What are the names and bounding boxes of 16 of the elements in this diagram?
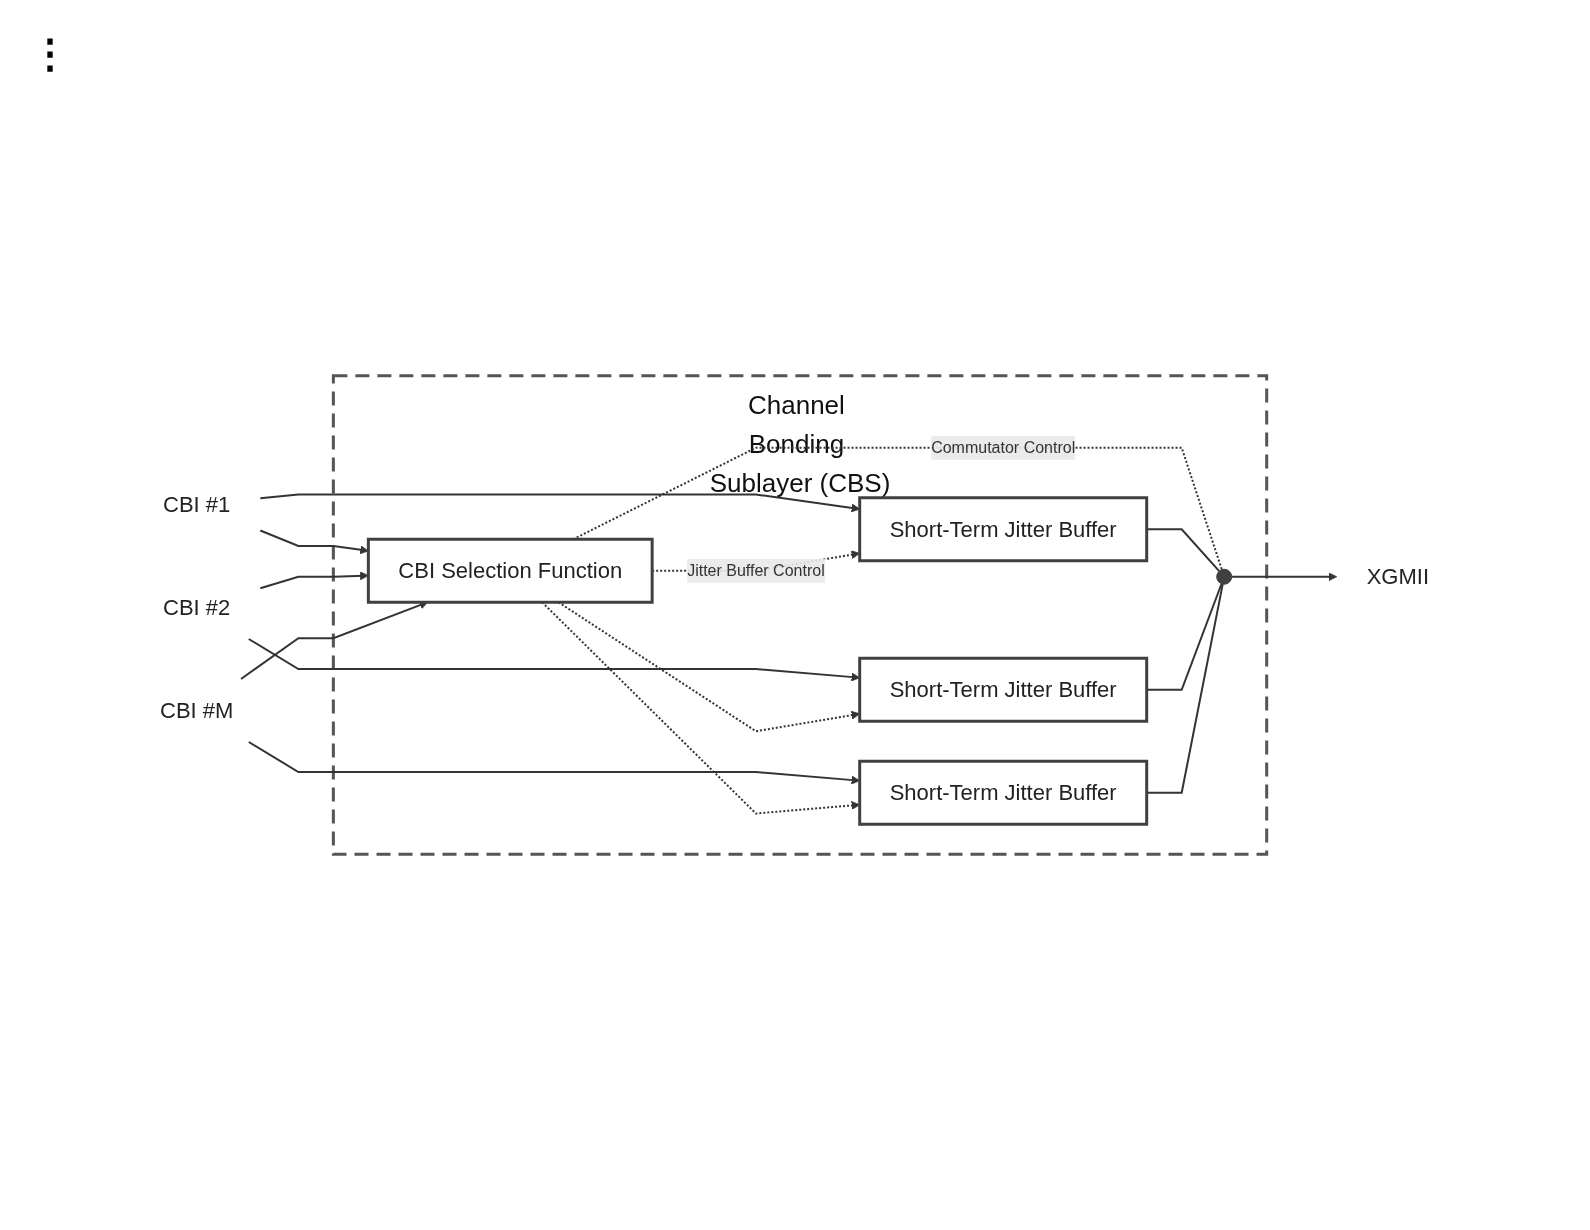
- node-box: Short-Term Jitter Buffer: [858, 656, 1149, 723]
- ellipsis-mark: ⋮: [30, 30, 70, 76]
- edge-label: Jitter Buffer Control: [687, 561, 826, 579]
- node-text: CBI #1: [163, 492, 231, 517]
- node-text: XGMII: [1367, 564, 1430, 590]
- node-box: CBI Selection Function: [367, 537, 655, 604]
- arrow: [248, 638, 861, 682]
- node-box: Short-Term Jitter Buffer: [858, 759, 1149, 826]
- node-text: CBI #2: [163, 595, 231, 620]
- node-box: Short-Term Jitter Buffer: [858, 496, 1149, 563]
- node-text: CBI #M: [160, 698, 234, 723]
- arrow: [248, 741, 861, 785]
- node-switch: [1216, 568, 1233, 585]
- arrow: [1231, 572, 1338, 582]
- arrow: [259, 493, 861, 513]
- edge-label: Commutator Control: [931, 438, 1076, 456]
